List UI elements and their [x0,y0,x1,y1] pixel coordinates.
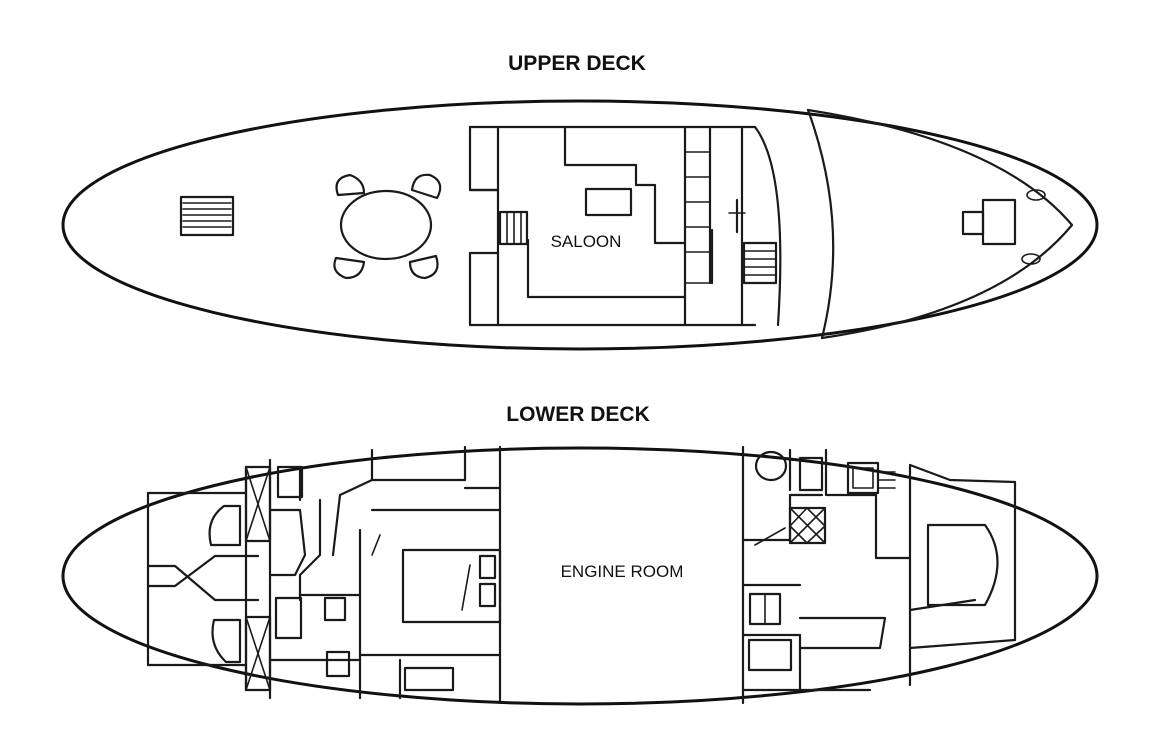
hawse-pipe [1026,189,1046,201]
toilet [754,450,788,482]
chair [408,254,439,280]
berth [401,548,502,624]
engine-room: ENGINE ROOM [498,445,745,705]
engine-room-label: ENGINE ROOM [561,562,684,581]
lower-deck-title: LOWER DECK [506,403,650,426]
deck-table [339,189,433,261]
lower-deck-hull [61,446,1099,706]
berth-pillow [478,582,497,608]
upper-deck: UPPER DECK [61,52,1099,351]
chair [335,173,366,197]
shower-tray [798,456,824,492]
chair [333,256,366,280]
stern-hatch-grate [179,195,235,237]
aft-cabins [146,445,502,700]
windlass [961,198,1017,246]
basin [403,666,455,692]
wheelhouse-stairs [742,241,778,285]
forepeak-berth [926,523,999,607]
aft-locker [244,615,272,692]
chair [410,173,442,200]
saloon-label: SALOON [551,232,622,251]
galley-stove [846,461,896,495]
aft-locker [244,465,272,543]
upper-deck-hull [61,99,1099,351]
toilet [208,504,242,547]
toilet [211,618,242,664]
basin [747,638,793,672]
hawse-pipe [1021,253,1041,265]
cabin-locker [274,596,303,640]
upper-deck-title: UPPER DECK [508,52,646,75]
lower-deck: LOWER DECK [61,403,1099,706]
cabin-locker [276,465,304,499]
bow-deck [806,108,1074,340]
saloon-structure: SALOON [468,125,782,327]
deck-table-with-chairs [333,173,442,280]
berth-pillow [478,554,497,580]
cabin-stool [325,650,351,678]
galley-grate [788,506,827,545]
saloon-stairs [498,210,529,246]
saloon-table [584,187,633,217]
forward-cabins [741,448,1017,692]
cabin-stool [323,596,347,622]
